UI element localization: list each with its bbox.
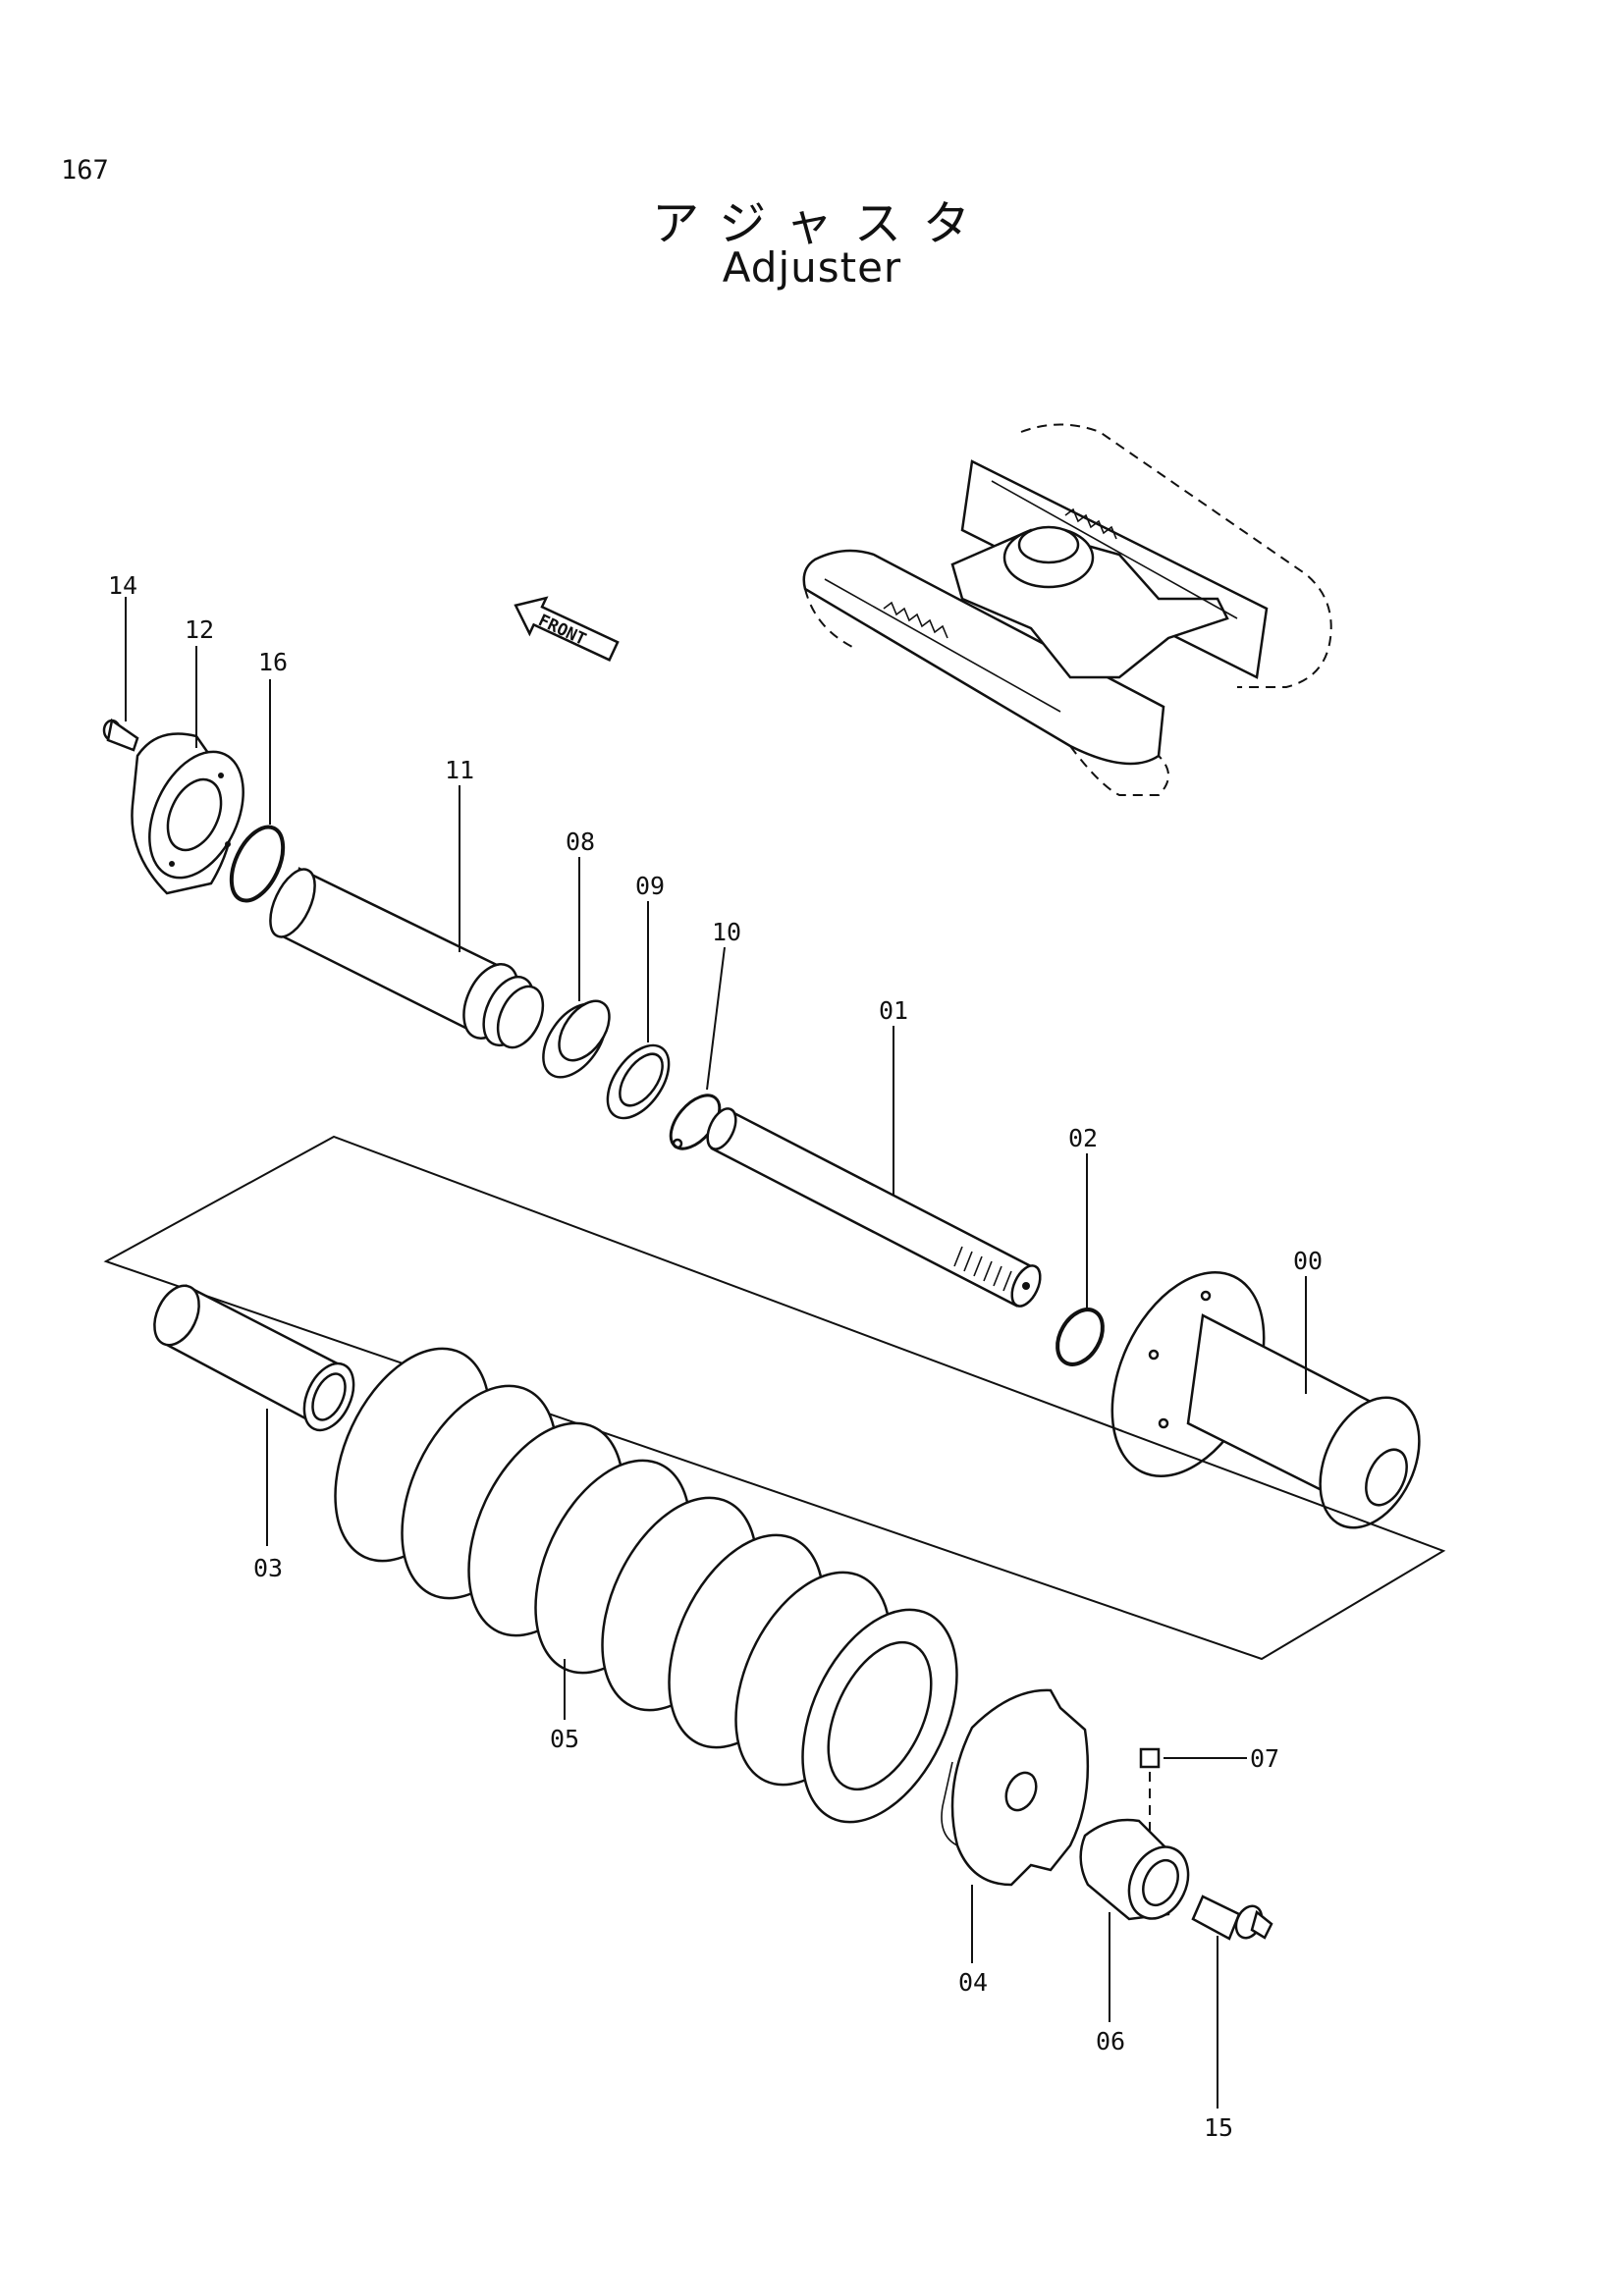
callout-11: 11 xyxy=(445,756,474,784)
part-07-plug: 07 xyxy=(1139,1744,1279,1834)
part-11-cylinder: 11 xyxy=(269,756,545,1049)
callout-09: 09 xyxy=(635,872,665,900)
callout-00: 00 xyxy=(1293,1247,1323,1275)
arrow-left-icon xyxy=(514,596,620,662)
part-05-coil-spring: 05 xyxy=(334,1347,958,1824)
part-15-grease-fitting: 15 xyxy=(1191,1895,1273,2142)
callout-01: 01 xyxy=(879,996,908,1025)
callout-12: 12 xyxy=(185,615,214,644)
part-06-valve-body: 06 xyxy=(1079,1818,1190,2056)
page-title-english: Adjuster xyxy=(722,243,902,292)
callout-16: 16 xyxy=(258,648,288,676)
part-10-snap-ring: 10 xyxy=(669,918,741,1150)
callout-02: 02 xyxy=(1068,1124,1098,1152)
part-02-o-ring: 02 xyxy=(1056,1124,1105,1366)
front-direction-marker: FRONT xyxy=(514,596,620,662)
part-03-spacer-tube: 03 xyxy=(153,1284,355,1582)
undercarriage-overview-illustration xyxy=(802,423,1332,796)
callout-03: 03 xyxy=(253,1554,283,1582)
page-title-japanese: アジャスタ xyxy=(652,196,992,251)
part-04-spring-seat: 04 xyxy=(941,1688,1090,1997)
spring-icon xyxy=(883,507,1117,639)
callout-06: 06 xyxy=(1096,2027,1125,2056)
part-08-collar: 08 xyxy=(542,828,611,1079)
part-16-o-ring: 16 xyxy=(229,648,288,903)
callout-05: 05 xyxy=(550,1725,579,1753)
part-12-flange-cover: 12 xyxy=(131,615,244,895)
assembly-reference-frame xyxy=(103,1135,1446,1661)
part-01-rod: 01 xyxy=(706,996,1042,1308)
part-14-bolt: 14 xyxy=(102,571,139,752)
callout-15: 15 xyxy=(1204,2113,1233,2142)
callout-04: 04 xyxy=(958,1968,988,1997)
callout-08: 08 xyxy=(566,828,595,856)
callout-07: 07 xyxy=(1250,1744,1279,1773)
page-number: 167 xyxy=(61,155,109,186)
callout-14: 14 xyxy=(108,571,137,600)
part-00-cylinder-body: 00 xyxy=(1110,1247,1421,1529)
part-09-seal: 09 xyxy=(606,872,671,1120)
callout-10: 10 xyxy=(712,918,741,946)
